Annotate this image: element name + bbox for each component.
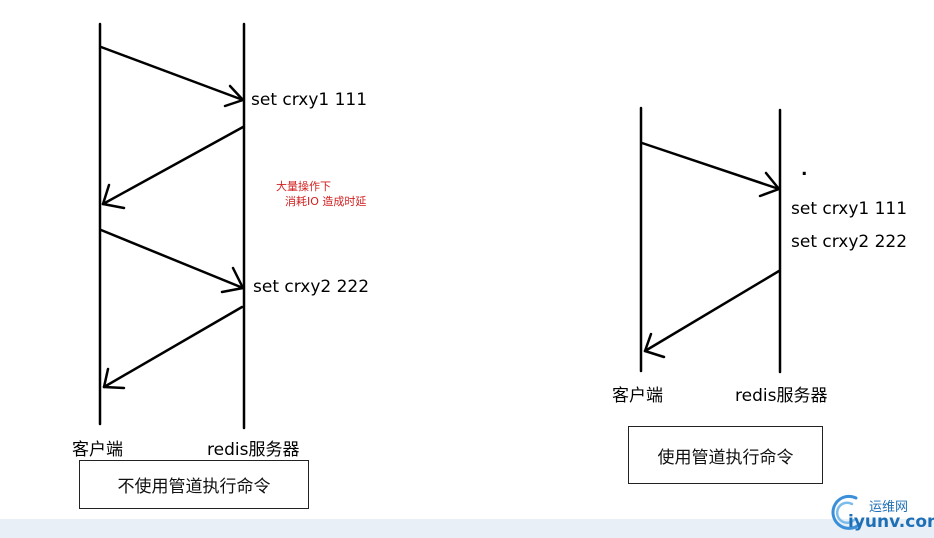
latency-note-line-2: 消耗IO 造成时延 <box>285 195 367 208</box>
right-response-arrowhead <box>643 332 666 359</box>
right-message-1: set crxy1 111 <box>791 199 908 219</box>
watermark-cn: 运维网 <box>869 500 909 515</box>
left-response-arrowhead-1 <box>101 183 126 210</box>
left-response-arrowhead-2 <box>102 367 126 390</box>
left-message-2: set crxy2 222 <box>253 277 370 297</box>
latency-note-line-1: 大量操作下 <box>276 180 331 193</box>
left-message-1: set crxy1 111 <box>251 90 368 110</box>
right-request-arrowhead <box>758 171 781 198</box>
right-message-2: set crxy2 222 <box>791 232 908 252</box>
right-server-label: redis服务器 <box>735 386 828 406</box>
left-caption-box: 不使用管道执行命令 <box>79 460 309 509</box>
bottom-band <box>0 519 934 538</box>
watermark-swirl-icon <box>831 494 862 530</box>
left-server-label: redis服务器 <box>207 440 300 460</box>
left-client-label: 客户端 <box>72 440 123 460</box>
right-dot-marker: . <box>801 160 808 180</box>
left-request-arrow-2 <box>99 228 245 290</box>
left-caption: 不使用管道执行命令 <box>117 477 271 497</box>
left-response-arrow-1 <box>101 125 245 206</box>
right-response-arrow <box>643 269 781 353</box>
left-request-arrowhead-1 <box>223 84 245 108</box>
right-caption-box: 使用管道执行命令 <box>628 426 823 484</box>
right-caption: 使用管道执行命令 <box>657 447 794 468</box>
right-client-label: 客户端 <box>612 386 663 406</box>
right-request-arrow <box>640 141 781 191</box>
left-response-arrow-2 <box>102 305 244 389</box>
watermark-logo: 运维网 iyunv.com <box>826 490 934 536</box>
watermark-en: iyunv.com <box>848 512 934 532</box>
left-request-arrowhead-2 <box>220 266 245 294</box>
left-request-arrow-1 <box>99 45 245 102</box>
